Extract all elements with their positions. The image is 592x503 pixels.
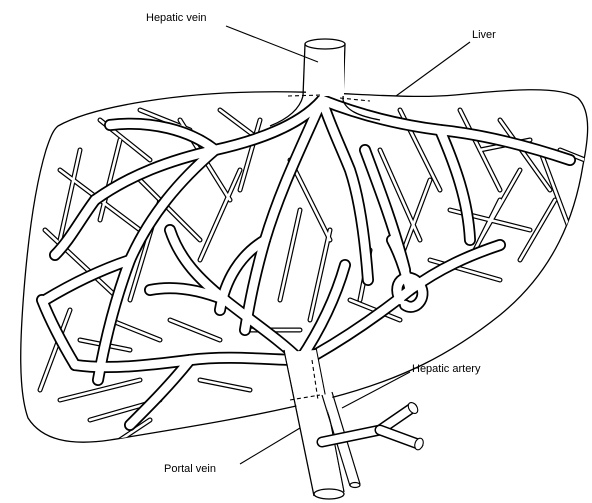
liver-label: Liver — [472, 29, 496, 41]
hepatic-vein-label: Hepatic vein — [146, 12, 207, 24]
liver-leader — [396, 42, 470, 96]
portal-vein-leader — [240, 428, 300, 464]
hepatic-vein-leader — [226, 26, 318, 62]
hepatic-artery-label: Hepatic artery — [412, 363, 481, 375]
portal-vein-label: Portal vein — [164, 463, 216, 475]
